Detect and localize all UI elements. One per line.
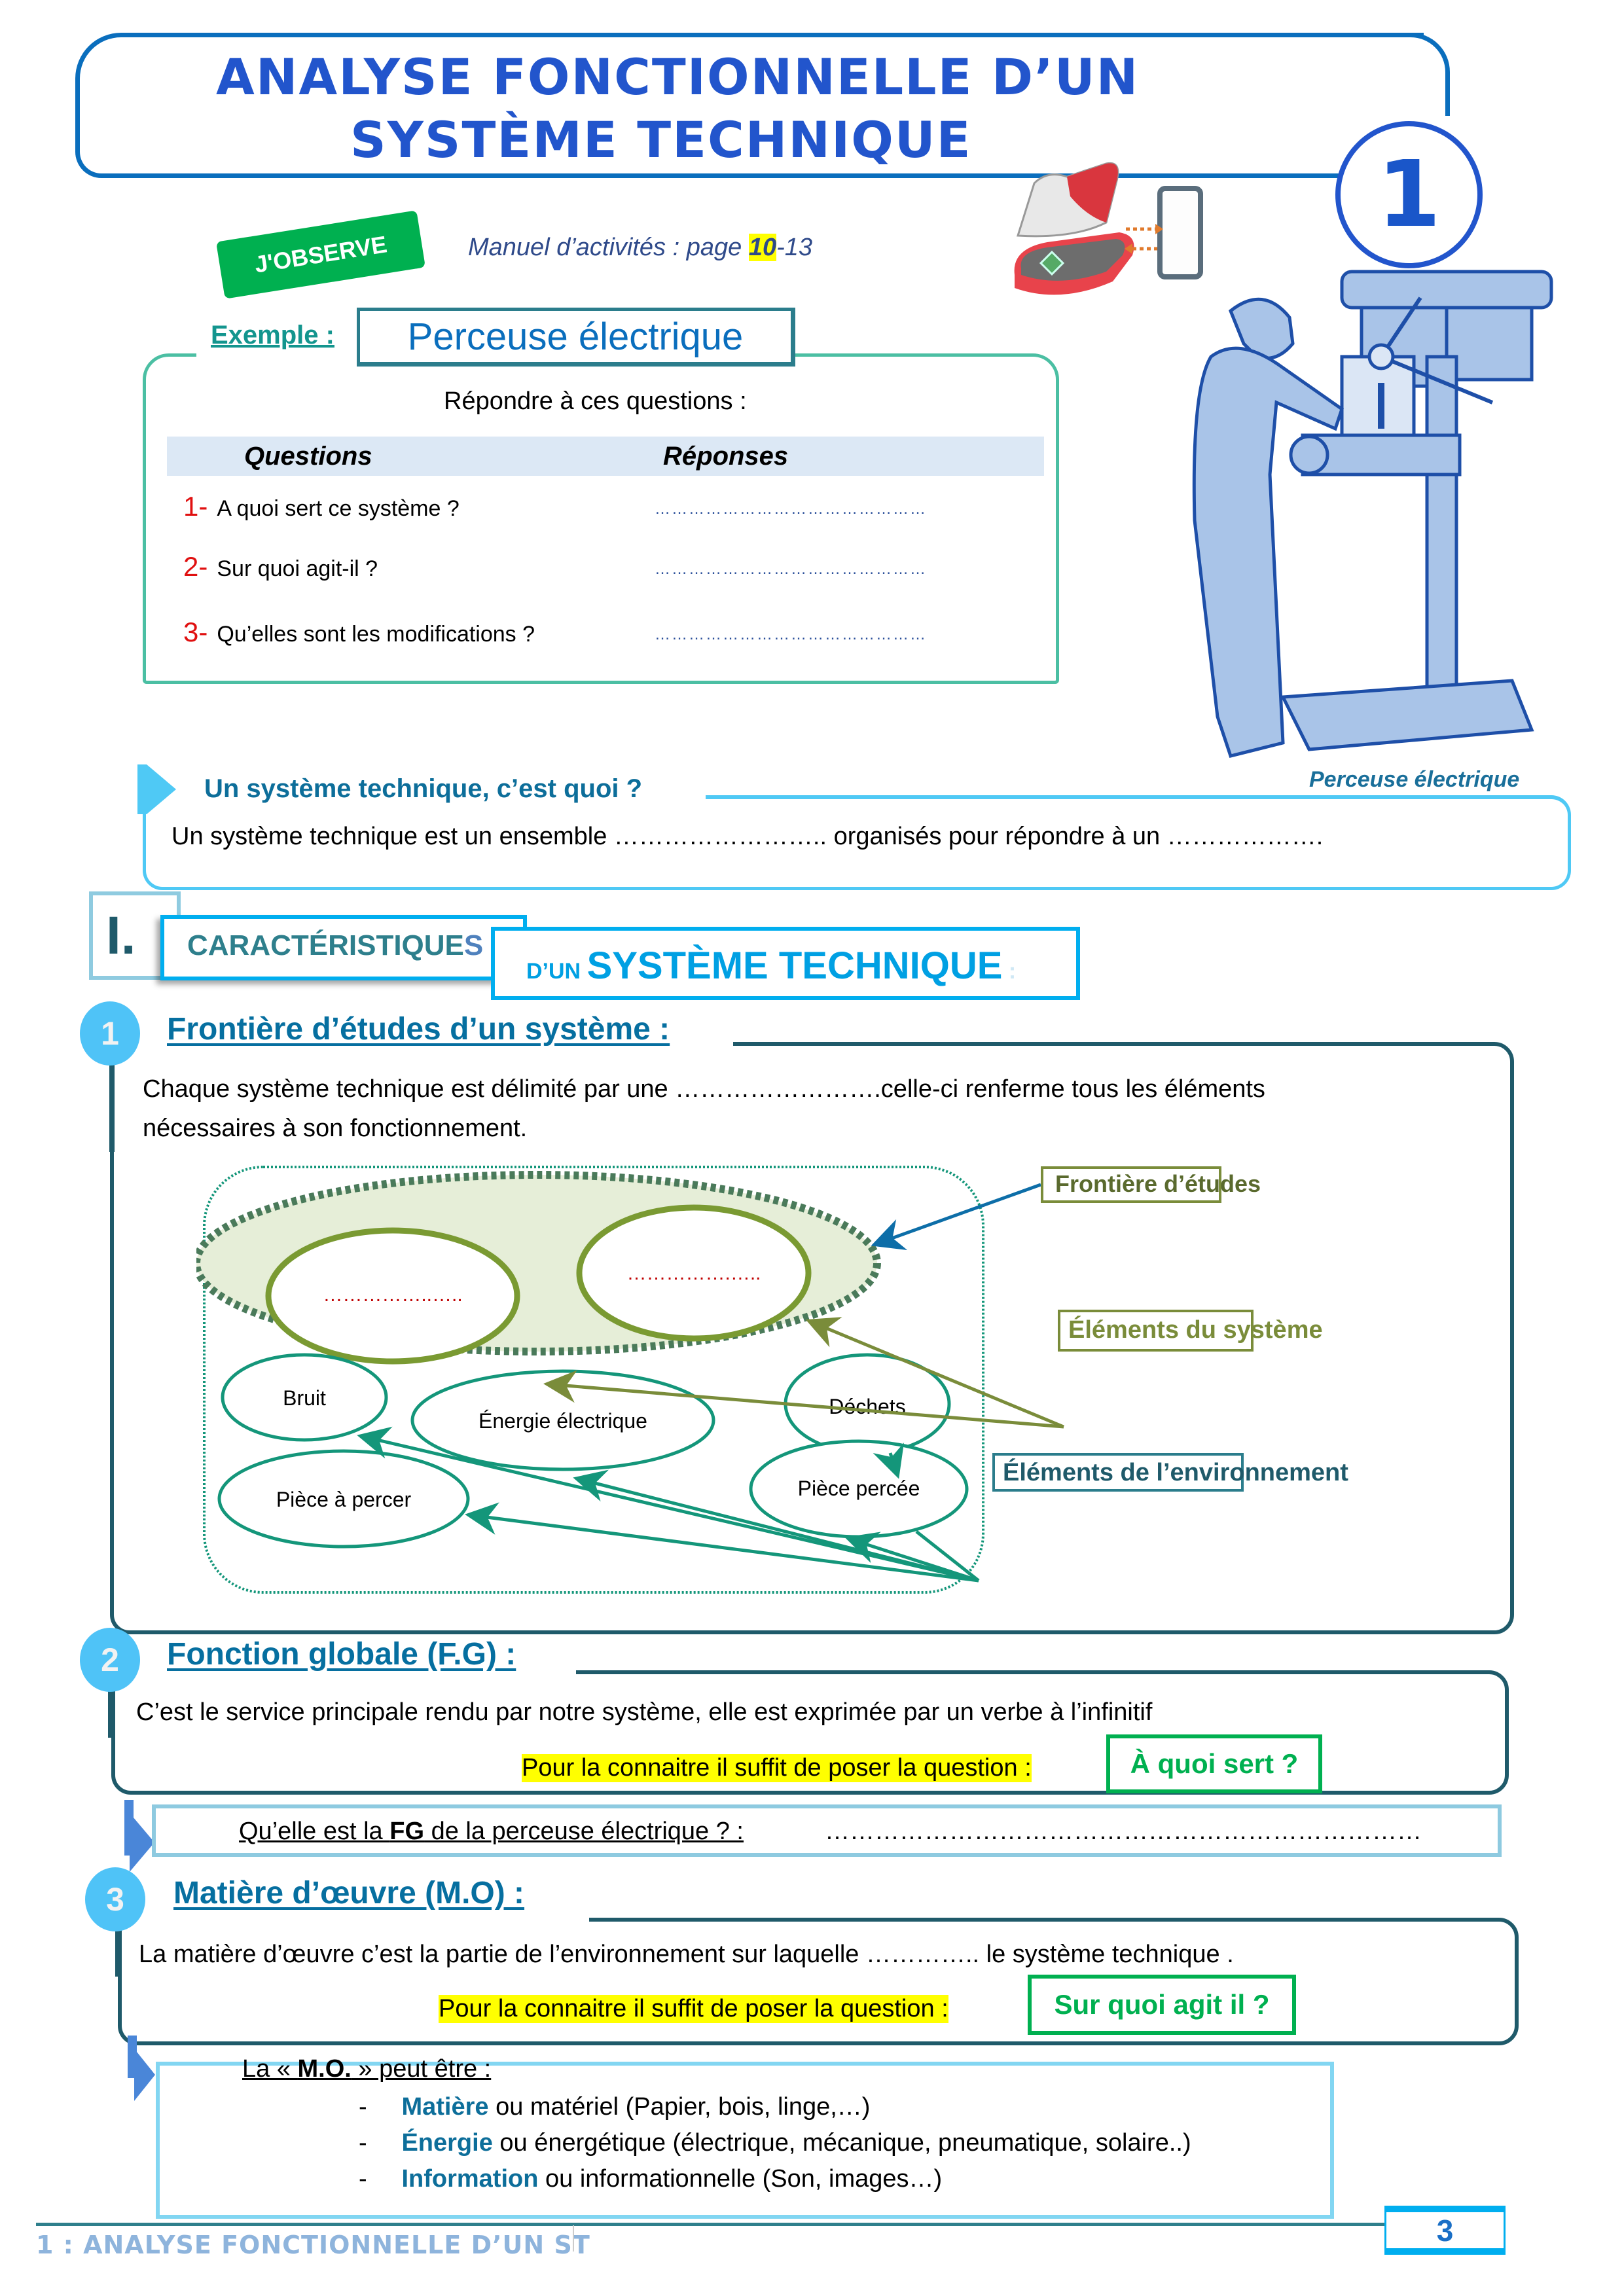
mo-list-item: - Matière ou matériel (Papier, bois, lin… xyxy=(359,2093,871,2121)
example-title: Perceuse électrique xyxy=(357,308,795,367)
env-arrow xyxy=(844,1532,979,1583)
env-label-piece-percee: Pièce percée xyxy=(798,1477,920,1500)
fg-prompt: Qu’elle est la FG de la perceuse électri… xyxy=(239,1818,744,1845)
section-badge-2: 2 xyxy=(80,1628,140,1692)
fg-hint: Pour la connaitre il suffit de poser la … xyxy=(522,1754,1032,1782)
env-label-bruit: Bruit xyxy=(283,1386,326,1410)
mo-list-item: - Information ou informationnelle (Son, … xyxy=(359,2165,943,2193)
panel-gap xyxy=(105,1666,576,1675)
fg-panel xyxy=(111,1670,1509,1795)
fg-answer-field[interactable]: ……………………………………………………………… xyxy=(825,1818,1422,1845)
env-ellipse-piece-a-percer xyxy=(217,1449,470,1549)
system-blank-1: ……………..….. xyxy=(323,1284,462,1306)
env-arrow xyxy=(873,1443,905,1479)
title-line-2: SYSTÈME TECHNIQUE xyxy=(350,111,972,169)
label-elements-systeme: Éléments du système xyxy=(1068,1315,1323,1344)
col-questions: Questions xyxy=(244,442,372,471)
drill-press-illustration xyxy=(1192,270,1553,758)
col-answers: Réponses xyxy=(663,442,789,471)
prompt-arrow-icon xyxy=(134,2049,155,2101)
system-element-ellipse xyxy=(265,1227,520,1365)
definition-panel-gap xyxy=(143,789,706,802)
system-blank-2: …………….….. xyxy=(626,1263,761,1284)
mo-list-item: - Énergie ou énergétique (électrique, mé… xyxy=(359,2129,1191,2157)
label-frontiere: Frontière d’études xyxy=(1055,1170,1261,1197)
definition-title: Un système technique, c’est quoi ? xyxy=(204,774,643,803)
definition-arrow-icon xyxy=(147,764,176,814)
label-box-elements-systeme xyxy=(1058,1310,1254,1352)
mo-text[interactable]: La matière d’œuvre c’est la partie de l’… xyxy=(139,1941,1234,1968)
mo-hint: Pour la connaitre il suffit de poser la … xyxy=(439,1995,948,2023)
label-elements-env: Éléments de l’environnement xyxy=(1003,1458,1348,1486)
answer-field[interactable]: ………………………………………… xyxy=(655,560,927,578)
env-label-dechets: Déchets xyxy=(829,1395,905,1418)
observe-badge: J'OBSERVE xyxy=(216,210,425,299)
mo-question-box: Sur quoi agit il ? xyxy=(1028,1975,1296,2035)
fg-prompt-box xyxy=(152,1804,1502,1857)
manual-reference: Manuel d’activités : page 10-13 xyxy=(468,234,813,261)
environment-boundary xyxy=(203,1166,984,1594)
smart-shoe-phone-icon xyxy=(1014,162,1203,295)
section-title-part2: D’UN SYSTÈME TECHNIQUE : xyxy=(491,927,1080,1000)
page-title: ANALYSE FONCTIONNELLE D’UN SYSTÈME TECHN… xyxy=(216,46,1296,171)
qa-table-header: Questions Réponses xyxy=(167,437,1044,476)
panel-gap xyxy=(105,1037,733,1047)
footer-chapter-label: 1 : ANALYSE FONCTIONNELLE D’UN ST xyxy=(36,2231,590,2259)
footer-divider xyxy=(36,2223,1384,2226)
env-arrow xyxy=(573,1469,979,1583)
qa-row: 3-Qu’elles sont les modifications ? …………… xyxy=(183,617,927,647)
section-badge-3: 3 xyxy=(85,1867,145,1931)
drill-caption: Perceuse électrique xyxy=(1309,767,1520,792)
section-badge-1: 1 xyxy=(80,1001,140,1066)
answer-field[interactable]: ………………………………………… xyxy=(655,626,927,643)
page-highlight: 10 xyxy=(748,234,777,261)
env-label-energie: Énergie électrique xyxy=(478,1409,647,1433)
system-arrow xyxy=(805,1317,1064,1429)
mo-title: Matière d’œuvre (M.O) : xyxy=(173,1876,525,1910)
fg-question-box: À quoi sert ? xyxy=(1106,1734,1322,1793)
frontiere-text-line2: nécessaires à son fonctionnement. xyxy=(143,1115,528,1142)
definition-panel xyxy=(143,795,1571,890)
qa-row: 1-A quoi sert ce système ? …………………………………… xyxy=(183,491,927,522)
frontiere-panel xyxy=(110,1042,1514,1634)
env-arrow xyxy=(465,1502,979,1583)
frontiere-title: Frontière d’études d’un système : xyxy=(167,1012,670,1047)
badge-stem xyxy=(108,1685,113,1738)
system-boundary-diagram: ……………..….. …………….….. Bruit Énergie élect… xyxy=(196,1166,1348,1594)
panel-gap xyxy=(111,1912,589,1922)
env-label-piece-a-percer: Pièce à percer xyxy=(276,1488,412,1511)
page-number: 3 xyxy=(1384,2206,1506,2255)
badge-stem xyxy=(109,1060,115,1152)
definition-marker xyxy=(137,764,147,814)
label-box-elements-env xyxy=(992,1453,1244,1492)
title-banner xyxy=(75,33,1450,178)
chapter-number-badge: 1 xyxy=(1335,121,1483,268)
env-arrow xyxy=(915,1530,980,1582)
example-panel-gap xyxy=(196,340,357,360)
mo-list-intro: La « M.O. » peut être : xyxy=(242,2055,492,2083)
title-line-1: ANALYSE FONCTIONNELLE D’UN xyxy=(216,48,1140,106)
badge-stem xyxy=(115,1931,120,1977)
example-label: Exemple : xyxy=(211,321,334,350)
definition-text[interactable]: Un système technique est un ensemble ………… xyxy=(171,823,1324,850)
qa-row: 2-Sur quoi agit-il ? ………………………………………… xyxy=(183,551,927,582)
section-title-part1: CARACTÉRISTIQUES xyxy=(160,915,527,980)
frontiere-text-line1[interactable]: Chaque système technique est délimité pa… xyxy=(143,1075,1265,1103)
label-box-frontiere xyxy=(1041,1166,1221,1203)
system-arrow xyxy=(543,1370,1064,1429)
fg-text: C’est le service principale rendu par no… xyxy=(136,1698,1153,1726)
answer-field[interactable]: ………………………………………… xyxy=(655,500,927,518)
footer-separator xyxy=(573,2225,574,2251)
prompt-arrow-icon xyxy=(130,1813,154,1872)
mo-panel xyxy=(118,1918,1519,2045)
env-ellipse-bruit xyxy=(221,1353,388,1442)
qa-instruction: Répondre à ces questions : xyxy=(444,387,747,415)
mo-list-box xyxy=(156,2062,1334,2219)
boundary-arrow xyxy=(871,1183,1041,1250)
system-element-ellipse xyxy=(576,1204,812,1342)
fg-title: Fonction globale (F.G) : xyxy=(167,1637,516,1672)
